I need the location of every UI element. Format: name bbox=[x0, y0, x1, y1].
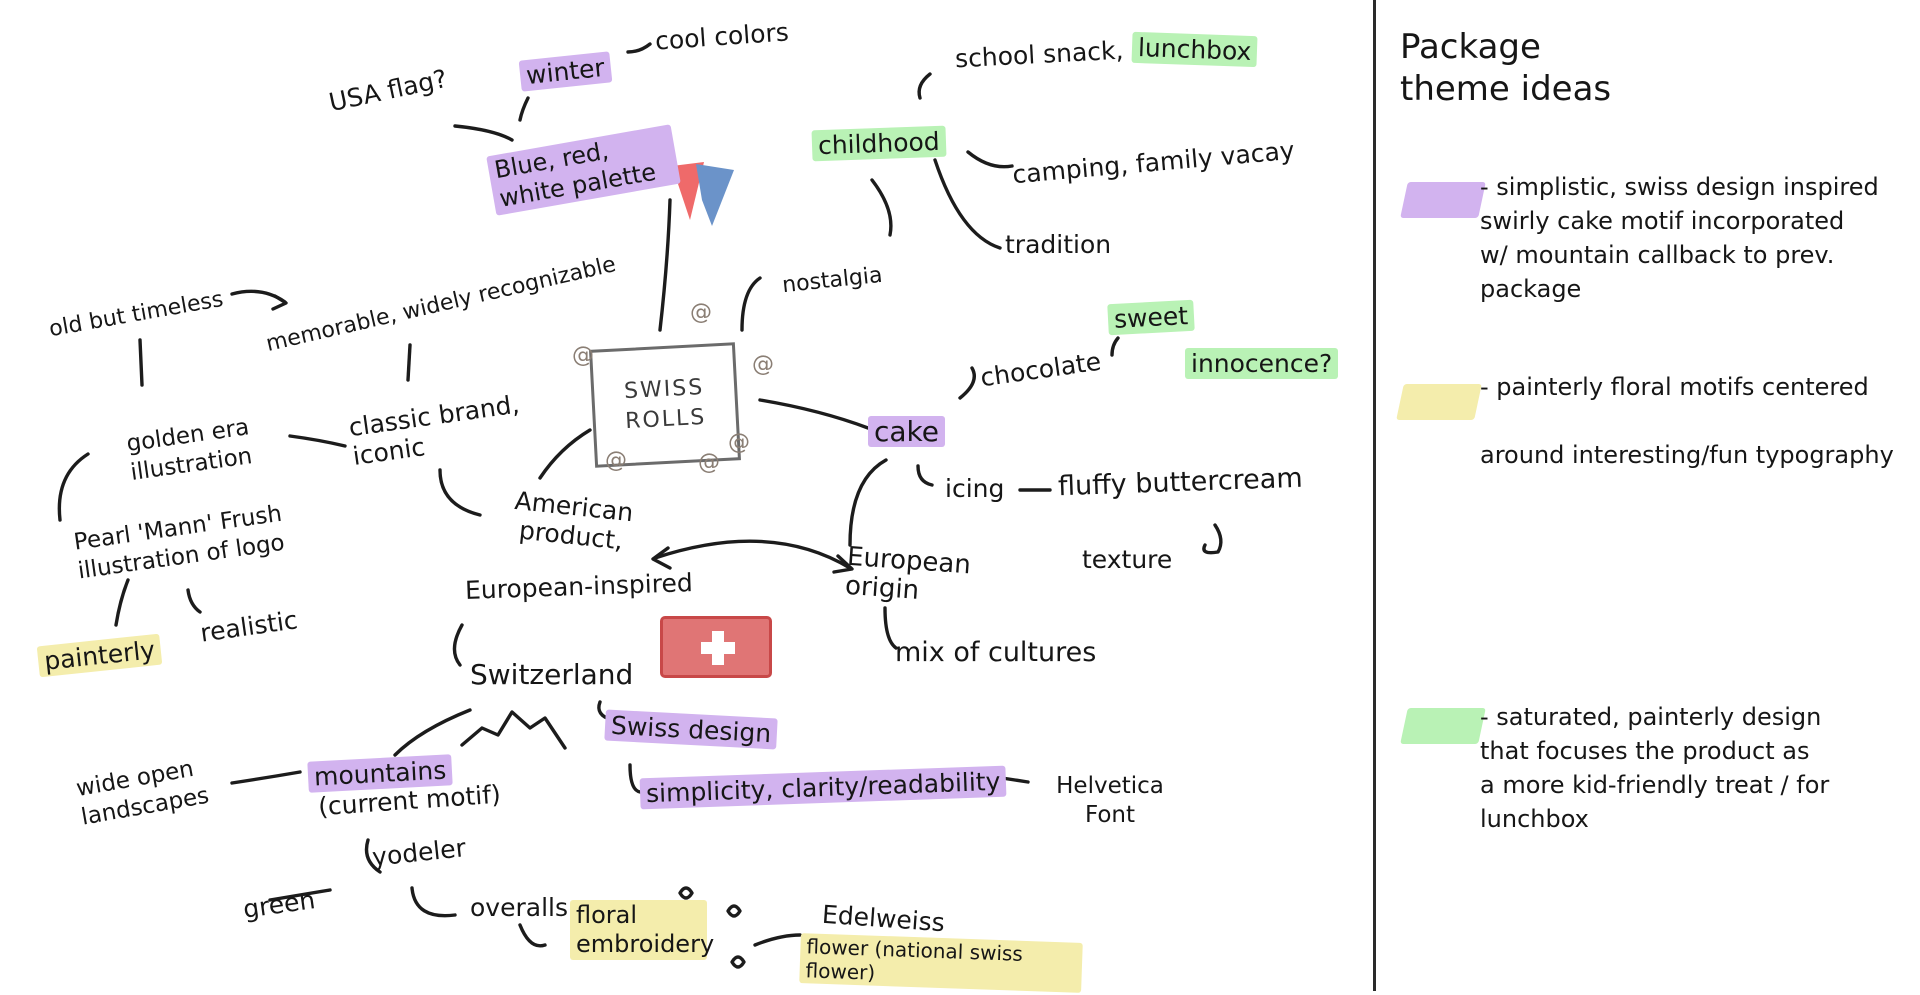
swirl-icon: @ bbox=[728, 430, 750, 455]
swirl-icon: @ bbox=[698, 450, 720, 475]
overalls-node: overalls bbox=[470, 893, 568, 922]
connector-lines bbox=[57, 42, 1223, 969]
lunchbox-node: lunchbox bbox=[1131, 31, 1258, 68]
green-swatch bbox=[1400, 708, 1486, 744]
legend-item-green: - saturated, painterly design that focus… bbox=[1480, 703, 1830, 833]
purple-swatch bbox=[1400, 182, 1486, 218]
switzerland-node: Switzerland bbox=[470, 658, 634, 691]
texture-node: texture bbox=[1082, 545, 1173, 574]
legend-item-yellow: - painterly floral motifs centered aroun… bbox=[1480, 373, 1894, 469]
innocence-node: innocence? bbox=[1185, 348, 1339, 379]
tradition-node: tradition bbox=[1005, 230, 1112, 259]
mix-of-cultures-node: mix of cultures bbox=[895, 637, 1097, 668]
swirl-icon: @ bbox=[752, 352, 774, 377]
swirl-icon: @ bbox=[572, 343, 594, 368]
sweet-node: sweet bbox=[1107, 299, 1195, 336]
european-origin-node: European origin bbox=[844, 541, 972, 606]
panel-divider bbox=[1373, 0, 1376, 991]
edelweiss-flower-node: flower (national swiss flower) bbox=[799, 933, 1083, 993]
helvetica-node: Helvetica Font bbox=[1056, 773, 1164, 828]
yellow-swatch bbox=[1396, 384, 1482, 420]
childhood-node: childhood bbox=[811, 125, 947, 162]
icing-node: icing bbox=[945, 474, 1005, 503]
swirl-icon: @ bbox=[605, 448, 627, 473]
legend-panel: Package theme ideas - simplistic, swiss … bbox=[1390, 0, 1920, 991]
swiss-flag-icon bbox=[660, 616, 772, 678]
cake-node: cake bbox=[868, 416, 945, 447]
floral-embroidery-node: floral embroidery bbox=[570, 900, 714, 960]
legend-item-purple: - simplistic, swiss design inspired swir… bbox=[1480, 173, 1879, 303]
swirl-icon: @ bbox=[690, 300, 712, 325]
legend-title: Package theme ideas bbox=[1400, 27, 1612, 109]
palette-flag-sketch bbox=[672, 162, 734, 226]
